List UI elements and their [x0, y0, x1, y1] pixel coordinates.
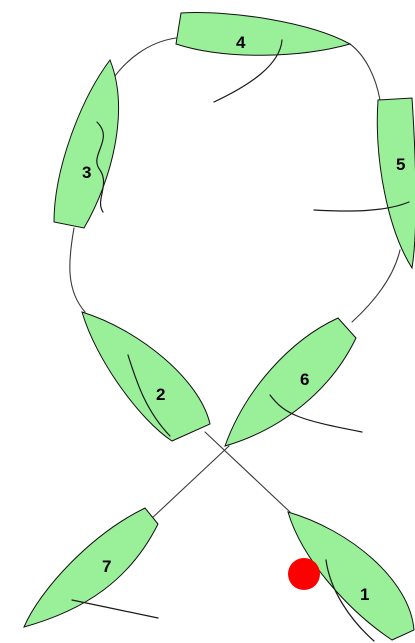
leaf-6[interactable]: 6 [225, 318, 362, 446]
chain-crossing-line [205, 432, 290, 512]
chain-lines [70, 38, 400, 520]
leaf-2-shape [82, 312, 210, 441]
leaf-7[interactable]: 7 [24, 508, 158, 627]
leaf-3-shape [54, 60, 118, 228]
leaf-6-label: 6 [300, 370, 309, 389]
leaf-5-label: 5 [396, 155, 405, 174]
leaf-3[interactable]: 3 [54, 60, 118, 228]
leaf-2-label: 2 [156, 385, 165, 404]
leaf-1-label: 1 [360, 585, 369, 604]
chain-crossing-line [150, 446, 229, 520]
chain-loop-top-left [112, 38, 176, 80]
red-marker-dot[interactable] [288, 558, 320, 590]
leaf-7-tail [72, 600, 158, 618]
leaf-4-shape [176, 13, 350, 56]
leaf-7-label: 7 [102, 557, 111, 576]
chain-loop-right [352, 250, 400, 322]
leaf-2[interactable]: 2 [82, 312, 210, 441]
leaf-5-shape [377, 98, 415, 268]
chain-loop-left [70, 228, 85, 312]
chain-loop-top-right [350, 44, 380, 100]
leaf-4-label: 4 [236, 33, 246, 52]
leaf-7-shape [24, 508, 158, 627]
leaf-5[interactable]: 5 [314, 98, 415, 268]
leaf-4[interactable]: 4 [176, 13, 350, 102]
leaf-3-label: 3 [82, 163, 91, 182]
